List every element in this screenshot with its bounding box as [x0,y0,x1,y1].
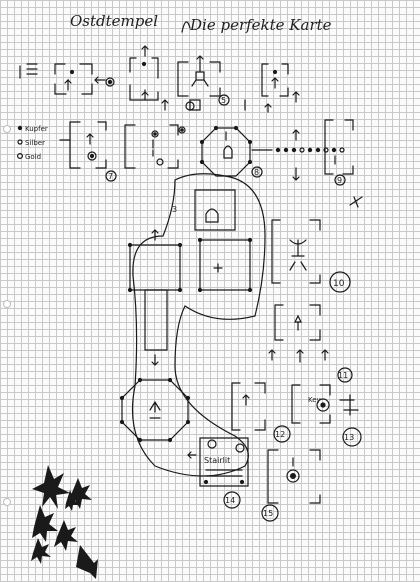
room-number-7: 7 [108,172,113,181]
title-left: Ostdtempel [70,12,158,30]
room-number-10: 10 [333,279,345,289]
room-5: 5 [161,55,230,111]
room-14: Stairlit 14 [187,437,249,509]
central-halls [127,189,253,366]
room-15: 15 [261,449,321,522]
title-right: Die perfekte Karte [189,16,332,34]
crystal-cluster [31,465,98,579]
room-number-12: 12 [275,430,285,439]
key-label: Key [308,396,321,404]
title-flourish [181,21,191,33]
stairs-label: Stairlit [204,456,230,465]
legend-gold: Gold [25,153,41,161]
room-number-15: 15 [263,509,273,518]
room-6 [244,63,300,113]
room-11: 11 [268,304,353,383]
room-7: 7 [59,121,117,182]
room-10: 10 [271,219,351,293]
temple-outline [132,173,266,477]
room-number-5: 5 [221,96,226,105]
room-1 [54,63,115,95]
room-coins [124,124,186,169]
lower-octagon [119,377,191,443]
room-number-9: 9 [337,176,342,185]
room-9: 9 [324,119,363,208]
room-13: Key 13 [291,384,362,447]
room-number-3: 3 [172,205,177,214]
room-number-14: 14 [225,496,235,505]
corner-marks [19,63,38,79]
legend-copper: Kupfer [25,125,48,133]
dotted-corridor [251,129,345,181]
room-8-octagon: 8 [199,125,263,178]
legend-silver: Silber [25,139,45,147]
room-12: 12 [231,382,291,443]
room-number-13: 13 [344,433,354,442]
legend: Kupfer Silber Gold [17,125,48,161]
room-2 [129,45,159,101]
room-number-11: 11 [338,371,348,380]
room-number-8: 8 [254,168,259,177]
